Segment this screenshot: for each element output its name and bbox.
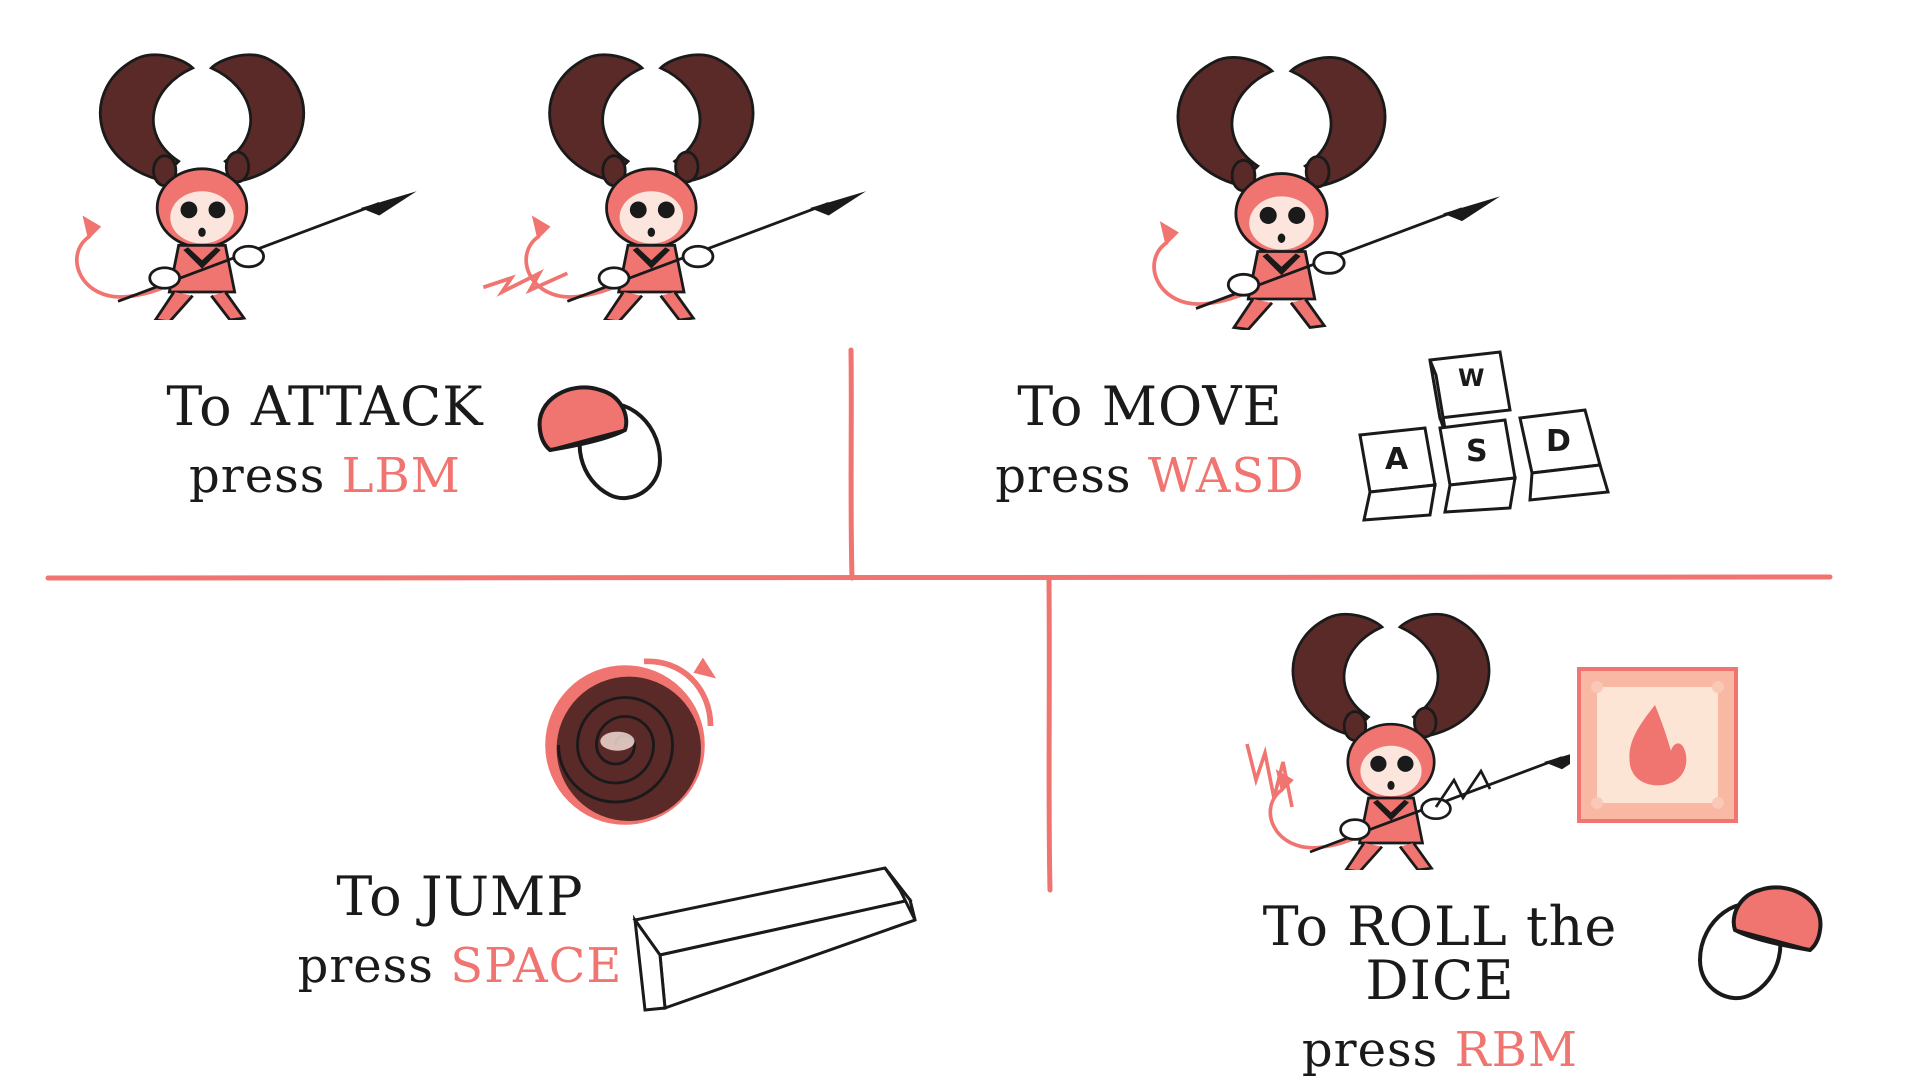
spacebar-icon: [632, 866, 917, 1012]
roll-press-line: press RBM: [1180, 1026, 1700, 1074]
jump-key-text: SPACE: [450, 938, 623, 994]
devil-attack-illustration-2: [482, 52, 868, 320]
attack-press-line: press LBM: [140, 452, 510, 500]
move-key-text: WASD: [1147, 448, 1305, 504]
keycap-s: S: [1466, 434, 1488, 469]
fire-card-icon: [1577, 667, 1738, 823]
keycap-w: W: [1458, 364, 1485, 392]
devil-move-illustration: [1152, 55, 1500, 330]
attack-action-text: To ATTACK: [166, 375, 484, 438]
move-instruction: To MOVE press WASD: [960, 375, 1340, 501]
horizontal-divider: [45, 574, 1833, 581]
roll-swirl-icon: [545, 657, 717, 825]
bottom-vertical-divider: [1046, 577, 1053, 893]
wasd-keys-icon: W A S D: [1350, 340, 1620, 530]
move-press-word: press: [995, 448, 1132, 504]
roll-instruction: To ROLL the DICE press RBM: [1180, 895, 1700, 1075]
move-action-text: To MOVE: [1017, 375, 1283, 438]
jump-instruction: To JUMP press SPACE: [290, 865, 630, 991]
attack-key-text: LBM: [341, 448, 461, 504]
top-vertical-divider: [848, 347, 855, 581]
mouse-left-icon: [537, 385, 663, 501]
attack-press-word: press: [189, 448, 326, 504]
roll-action-text: To ROLL the DICE: [1262, 895, 1618, 1012]
roll-key-text: RBM: [1454, 1022, 1579, 1078]
devil-attack-illustration-1: [74, 52, 419, 320]
keycap-d: D: [1546, 424, 1571, 459]
roll-press-word: press: [1301, 1022, 1439, 1078]
devil-roll-illustration: [1245, 612, 1570, 870]
keycap-a: A: [1385, 442, 1409, 477]
mouse-right-icon: [1697, 885, 1823, 1001]
move-press-line: press WASD: [960, 452, 1340, 500]
attack-instruction: To ATTACK press LBM: [140, 375, 510, 501]
jump-action-text: To JUMP: [336, 865, 584, 928]
jump-press-line: press SPACE: [290, 942, 630, 990]
jump-press-word: press: [297, 938, 434, 994]
